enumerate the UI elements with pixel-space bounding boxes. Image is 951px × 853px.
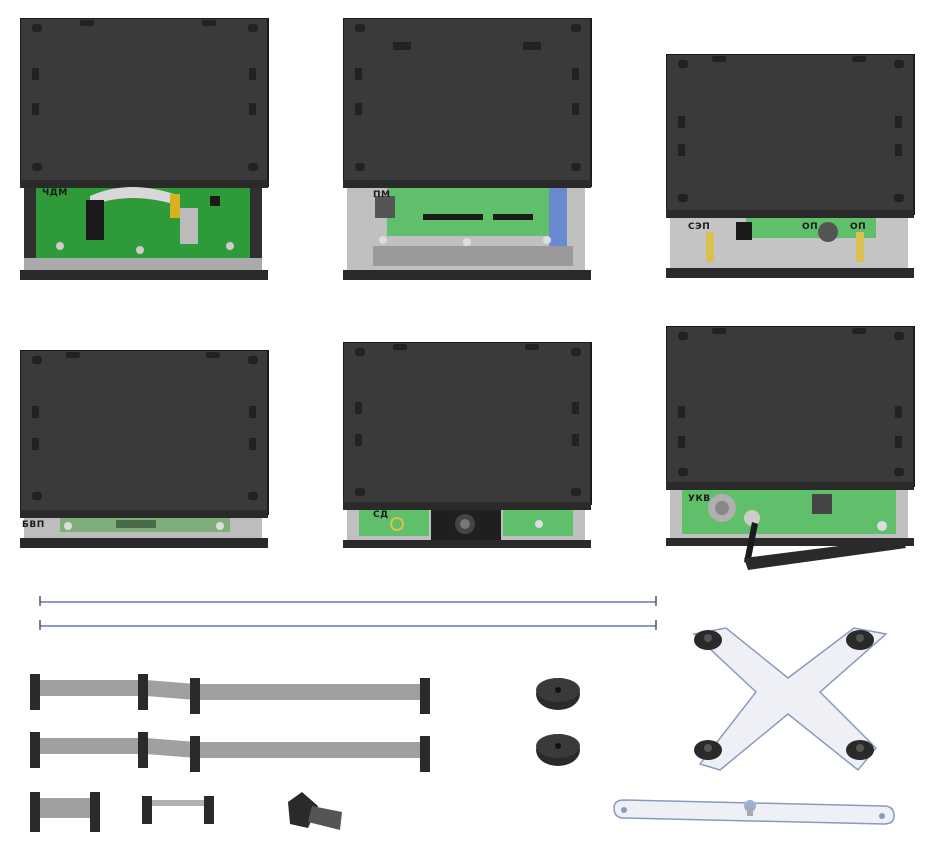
module-label: ПМ (373, 190, 391, 200)
module-label: УКВ (688, 494, 711, 504)
rubber-feet (536, 678, 580, 766)
ribbon-cable-short (30, 792, 100, 832)
flat-bar-bracket (613, 799, 895, 825)
cross-mounting-plate (692, 627, 888, 772)
module-bvp[interactable]: БВП (20, 350, 270, 550)
ribbon-cables (30, 674, 430, 832)
module-label-tertiary: ОП (850, 222, 867, 232)
module-label: БВП (22, 520, 45, 530)
module-sd[interactable]: СД (343, 342, 593, 550)
module-chdm-drawing (20, 18, 269, 280)
guide-rails (39, 596, 657, 630)
module-label: ЧДМ (42, 188, 68, 198)
module-label: СД (373, 510, 389, 520)
module-sd-drawing (343, 342, 592, 548)
rubber-foot-1 (536, 678, 580, 710)
ribbon-cable-mini (142, 796, 214, 824)
ribbon-cable-long-2 (30, 732, 430, 772)
module-label: СЭП (688, 222, 711, 232)
module-ukv-drawing (666, 326, 915, 570)
module-bvp-drawing (20, 350, 269, 548)
module-chdm[interactable]: ЧДМ (20, 18, 270, 282)
module-label-secondary: ОП (802, 222, 819, 232)
module-ukv[interactable]: УКВ (666, 326, 916, 578)
rubber-foot-2 (536, 734, 580, 766)
module-pm-drawing (343, 18, 592, 280)
module-sep[interactable]: СЭП ОП ОП (666, 54, 916, 282)
connector-angled (288, 792, 342, 830)
ribbon-cable-long-1 (30, 674, 430, 714)
module-sep-drawing (666, 54, 915, 278)
module-pm[interactable]: ПМ (343, 18, 593, 282)
